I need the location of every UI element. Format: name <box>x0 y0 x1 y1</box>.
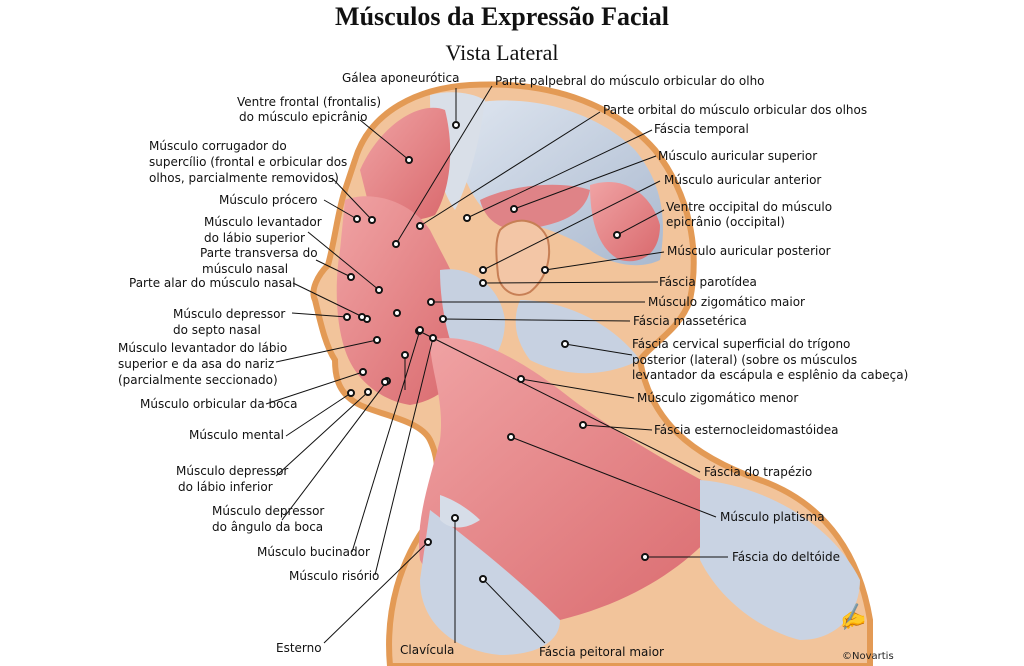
label-zig-maior: Músculo zigomático maior <box>648 295 805 309</box>
label-occipital-1: Ventre occipital do músculo <box>666 200 833 214</box>
copyright-text: ©Novartis <box>842 651 894 662</box>
label-lev-asa-2: superior e da asa do nariz <box>118 357 275 371</box>
label-orb-boca: Músculo orbicular da boca <box>140 397 298 411</box>
label-aur-sup: Músculo auricular superior <box>658 149 818 163</box>
label-transversa-2: músculo nasal <box>202 262 289 276</box>
label-dep-lab-inf-1: Músculo depressor <box>176 464 289 478</box>
label-palpebral: Parte palpebral do músculo orbicular do … <box>495 74 765 88</box>
label-cervical-2: posterior (lateral) (sobre os músculos <box>632 353 858 367</box>
label-corrugador-1: Músculo corrugador do <box>149 139 287 153</box>
label-lev-lab-1: Músculo levantador <box>204 215 322 229</box>
page-subtitle: Vista Lateral <box>445 40 559 65</box>
label-dep-septo-1: Músculo depressor <box>173 307 286 321</box>
marker-dots <box>343 121 649 583</box>
label-ecm: Fáscia esternocleidomastóidea <box>654 423 839 437</box>
label-peitoral: Fáscia peitoral maior <box>539 645 664 659</box>
leader-lines <box>265 85 728 644</box>
label-dep-ang-2: do ângulo da boca <box>212 520 324 534</box>
label-cervical-1: Fáscia cervical superficial do trígono <box>632 337 851 351</box>
auricular-muscle <box>480 184 590 230</box>
label-bucinador: Músculo bucinador <box>257 545 370 559</box>
label-zig-menor: Músculo zigomático menor <box>637 391 799 405</box>
label-frontal-2: do músculo epicrânio <box>239 110 368 124</box>
label-dep-lab-inf-2: do lábio inferior <box>178 480 273 494</box>
label-galea: Gálea aponeurótica <box>342 71 460 85</box>
page-title: Músculos da Expressão Facial <box>335 2 669 31</box>
label-occipital-2: epicrânio (occipital) <box>666 215 785 229</box>
label-platisma: Músculo platisma <box>720 510 825 524</box>
label-parotidea: Fáscia parotídea <box>659 275 757 289</box>
label-clavicula: Clavícula <box>400 643 455 657</box>
label-deltoide: Fáscia do deltóide <box>732 550 840 564</box>
label-dep-ang-1: Músculo depressor <box>212 504 325 518</box>
deltoid-fascia <box>700 480 860 640</box>
label-corrugador-3: olhos, parcialmente removidos) <box>149 171 339 185</box>
label-procero: Músculo prócero <box>219 193 318 207</box>
platysma <box>419 338 740 620</box>
label-orbital: Parte orbital do músculo orbicular dos o… <box>603 103 868 117</box>
clavicle-area <box>440 495 480 528</box>
label-transversa-1: Parte transversa do <box>200 246 318 260</box>
label-aur-ant: Músculo auricular anterior <box>664 173 822 187</box>
label-risorio: Músculo risório <box>289 569 380 583</box>
label-mental: Músculo mental <box>189 428 284 442</box>
label-esterno: Esterno <box>276 641 322 655</box>
label-lev-asa-1: Músculo levantador do lábio <box>118 341 288 355</box>
ear <box>495 219 550 296</box>
label-alar: Parte alar do músculo nasal <box>129 276 296 290</box>
label-lev-lab-2: do lábio superior <box>204 231 305 245</box>
label-trapezio: Fáscia do trapézio <box>704 465 813 479</box>
label-masseterica: Fáscia massetérica <box>633 314 747 328</box>
cervical-fascia <box>515 300 640 374</box>
label-aur-post: Músculo auricular posterior <box>667 244 831 258</box>
label-cervical-3: levantador da escápula e esplênio da cab… <box>632 368 909 382</box>
label-dep-septo-2: do septo nasal <box>173 323 261 337</box>
label-temporal: Fáscia temporal <box>654 122 749 136</box>
label-corrugador-2: supercílio (frontal e orbicular dos <box>149 155 348 169</box>
label-frontal-1: Ventre frontal (frontalis) <box>237 95 382 109</box>
label-lev-asa-3: (parcialmente seccionado) <box>118 373 278 387</box>
occipital-muscle <box>590 181 660 262</box>
